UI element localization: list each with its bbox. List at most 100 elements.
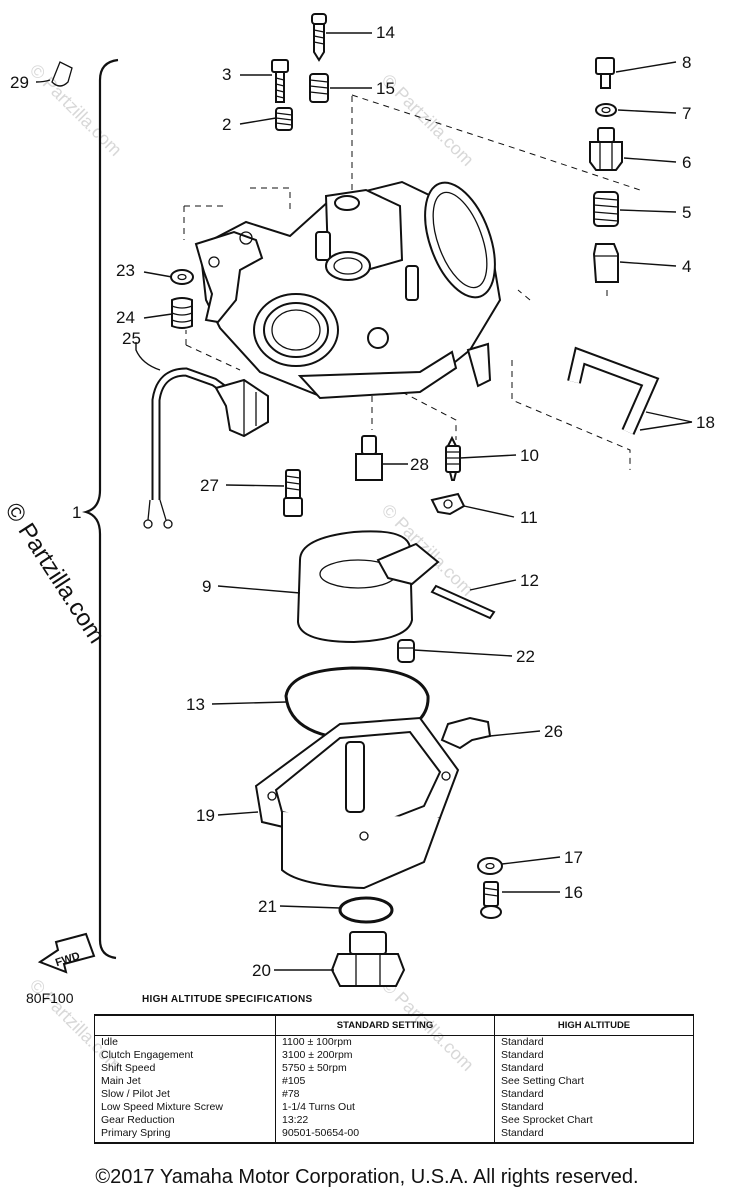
screw-part-3 — [271, 59, 289, 103]
washer-part-7 — [595, 103, 617, 117]
float-bowl-part-19 — [254, 716, 460, 890]
table-header-row: STANDARD SETTING HIGH ALTITUDE — [94, 1014, 694, 1036]
table-row: Main Jet #105 See Setting Chart — [94, 1075, 694, 1088]
plunger-part-4 — [592, 243, 619, 283]
column-header: STANDARD SETTING — [275, 1014, 495, 1036]
callout-25: 25 — [122, 329, 141, 348]
callout-6: 6 — [682, 153, 691, 172]
callout-labels: 1 2 3 4 5 6 7 8 9 10 11 12 13 14 15 16 1… — [10, 23, 715, 980]
callout-20: 20 — [252, 961, 271, 980]
callout-2: 2 — [222, 115, 231, 134]
clip-part-11 — [430, 492, 466, 516]
table-cell: #78 — [275, 1088, 495, 1101]
callout-8: 8 — [682, 53, 691, 72]
screw-part-14 — [311, 13, 327, 62]
callout-3: 3 — [222, 65, 231, 84]
callout-1: 1 — [72, 503, 81, 522]
table-cell: Standard — [494, 1062, 694, 1075]
callout-21: 21 — [258, 897, 277, 916]
carburetor-exploded-diagram: FWD 1 2 3 4 5 6 — [10, 13, 715, 987]
callout-17: 17 — [564, 848, 583, 867]
table-row: Primary Spring 90501-50654-00 Standard — [94, 1127, 694, 1144]
table-cell: Standard — [494, 1035, 694, 1049]
valve-seat-part-22 — [397, 639, 415, 663]
float-part-9 — [296, 530, 440, 644]
screw-part-8 — [595, 57, 615, 89]
table-cell: Idle — [94, 1035, 276, 1049]
table-cell: 5750 ± 50rpm — [275, 1062, 495, 1075]
spring-part-5 — [593, 191, 619, 227]
needle-valve-part-10 — [445, 435, 461, 481]
callout-7: 7 — [682, 104, 691, 123]
callout-9: 9 — [202, 577, 211, 596]
table-row: Gear Reduction 13:22 See Sprocket Chart — [94, 1114, 694, 1127]
jet-part-27 — [283, 469, 303, 517]
hose-part-18 — [567, 346, 660, 435]
table-cell: See Setting Chart — [494, 1075, 694, 1088]
table-cell: 3100 ± 200rpm — [275, 1049, 495, 1062]
drain-plug-part-20 — [330, 931, 406, 987]
callout-22: 22 — [516, 647, 535, 666]
callout-19: 19 — [196, 806, 215, 825]
carburetor-body — [194, 180, 502, 400]
washer-part-23 — [170, 269, 194, 285]
table-row: Clutch Engagement 3100 ± 200rpm Standard — [94, 1049, 694, 1062]
table-cell: Gear Reduction — [94, 1114, 276, 1127]
table-cell: Slow / Pilot Jet — [94, 1088, 276, 1101]
table-cell: Standard — [494, 1101, 694, 1114]
table-row: Idle 1100 ± 100rpm Standard — [94, 1035, 694, 1049]
callout-18: 18 — [696, 413, 715, 432]
leader-lines — [35, 32, 693, 971]
washer-part-17 — [477, 857, 503, 875]
callout-12: 12 — [520, 571, 539, 590]
jet-part-28 — [355, 435, 383, 481]
clip-part-29 — [51, 61, 73, 87]
column-header: HIGH ALTITUDE — [494, 1014, 694, 1036]
fitting-part-6 — [589, 127, 623, 171]
table-cell: Standard — [494, 1049, 694, 1062]
bracket-part-26 — [440, 716, 492, 750]
spring-part-2 — [275, 107, 293, 131]
callout-23: 23 — [116, 261, 135, 280]
callout-10: 10 — [520, 446, 539, 465]
table-cell: Standard — [494, 1127, 694, 1144]
wire-harness-part-25 — [143, 367, 269, 529]
callout-24: 24 — [116, 308, 135, 327]
o-ring-part-21 — [338, 896, 394, 924]
table-row: Slow / Pilot Jet #78 Standard — [94, 1088, 694, 1101]
callout-11: 11 — [520, 508, 538, 527]
table-cell: Standard — [494, 1088, 694, 1101]
table-cell: #105 — [275, 1075, 495, 1088]
table-cell: Clutch Engagement — [94, 1049, 276, 1062]
table-cell: 1-1/4 Turns Out — [275, 1101, 495, 1114]
callout-28: 28 — [410, 455, 429, 474]
callout-4: 4 — [682, 257, 691, 276]
callout-15: 15 — [376, 79, 395, 98]
table-cell: Primary Spring — [94, 1127, 276, 1144]
pin-part-12 — [430, 584, 496, 620]
callout-13: 13 — [186, 695, 205, 714]
table-cell: 13:22 — [275, 1114, 495, 1127]
callout-26: 26 — [544, 722, 563, 741]
callout-16: 16 — [564, 883, 583, 902]
table-cell: Low Speed Mixture Screw — [94, 1101, 276, 1114]
callout-5: 5 — [682, 203, 691, 222]
spec-table-title: HIGH ALTITUDE SPECIFICATIONS — [142, 994, 313, 1005]
high-altitude-spec-table: STANDARD SETTING HIGH ALTITUDE Idle 1100… — [94, 1014, 694, 1144]
fwd-arrow-icon: FWD — [37, 932, 96, 974]
callout-29: 29 — [10, 73, 29, 92]
spring-part-15 — [309, 73, 329, 103]
callout-14: 14 — [376, 23, 395, 42]
table-cell: Main Jet — [94, 1075, 276, 1088]
table-row: Shift Speed 5750 ± 50rpm Standard — [94, 1062, 694, 1075]
column-header — [94, 1014, 276, 1036]
copyright-notice: ©2017 Yamaha Motor Corporation, U.S.A. A… — [95, 1166, 639, 1188]
screw-part-16 — [480, 881, 502, 919]
table-cell: See Sprocket Chart — [494, 1114, 694, 1127]
spring-part-24 — [171, 297, 193, 329]
table-cell: 90501-50654-00 — [275, 1127, 495, 1144]
table-row: Low Speed Mixture Screw 1-1/4 Turns Out … — [94, 1101, 694, 1114]
callout-27: 27 — [200, 476, 219, 495]
table-cell: Shift Speed — [94, 1062, 276, 1075]
drawing-code: 80F100 — [26, 990, 74, 1006]
